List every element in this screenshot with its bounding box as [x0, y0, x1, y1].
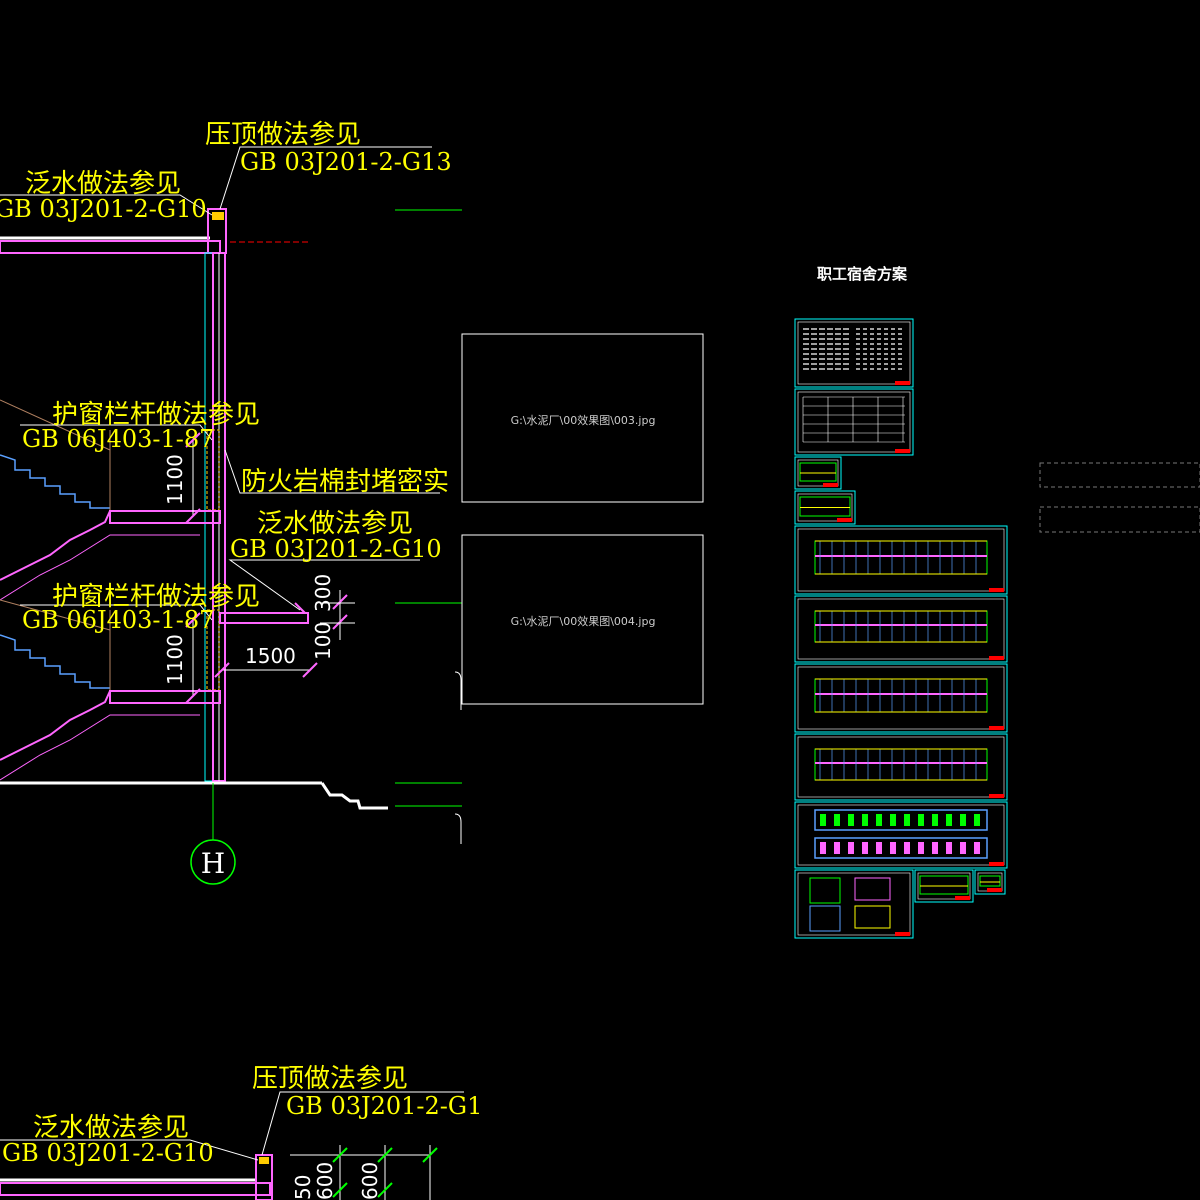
grid-axis-h: H: [190, 783, 236, 885]
sheet-thumbnails[interactable]: [794, 318, 1008, 939]
dim-300: 300: [311, 574, 335, 612]
dim-railing-height-1: 1100: [163, 454, 187, 505]
sheet-thumbnail[interactable]: [794, 456, 842, 490]
sheet-thumbnail[interactable]: [794, 801, 1008, 869]
annotation-leaders: [0, 146, 440, 621]
railing-ref-text-1: 护窗栏杆做法参见: [52, 400, 260, 430]
railing-code-text-2: GB 06J403-1-87: [22, 606, 214, 634]
partial-dims-mid: [454, 671, 462, 844]
xref-path-2: G:\水泥厂\00效果图\004.jpg: [511, 614, 656, 628]
railing-ref-text-2: 护窗栏杆做法参见: [52, 582, 260, 612]
flashing-ref-text: 泛水做法参见: [25, 169, 181, 199]
sheet-thumbnail[interactable]: [794, 663, 1008, 733]
coping-code-text-bottom: GB 03J201-2-G1: [286, 1092, 482, 1120]
coping-code-text: GB 03J201-2-G13: [240, 148, 452, 176]
sheet-thumbnail[interactable]: [794, 869, 914, 939]
sheet-set-title: 职工宿舍方案: [817, 265, 908, 283]
flashing-code-text: GB 03J201-2-G10: [0, 195, 207, 223]
flashing-ref-text-2: 泛水做法参见: [257, 509, 413, 539]
dashed-boxes: [1039, 462, 1200, 533]
dim-600-b: 600: [358, 1162, 382, 1200]
sheet-thumbnail[interactable]: [974, 869, 1006, 895]
annotations-top: 压顶做法参见 GB 03J201-2-G13 泛水做法参见 GB 03J201-…: [0, 120, 452, 634]
xref-path-1: G:\水泥厂\00效果图\003.jpg: [511, 413, 656, 427]
sheet-thumbnail[interactable]: [914, 869, 974, 903]
xref-frame-2[interactable]: G:\水泥厂\00效果图\004.jpg: [461, 534, 704, 705]
dim-50: 50: [291, 1175, 315, 1200]
grid-axis-label: H: [201, 847, 225, 880]
sheet-thumbnail[interactable]: [794, 490, 856, 525]
dimension-texts: 1100 1100 1500 300 100: [163, 454, 335, 685]
railing-code-text-1: GB 06J403-1-87: [22, 425, 214, 453]
xref-frame-1[interactable]: G:\水泥厂\00效果图\003.jpg: [461, 333, 704, 503]
flashing-ref-text-bottom: 泛水做法参见: [33, 1113, 189, 1143]
flashing-code-text-bottom: GB 03J201-2-G10: [2, 1139, 214, 1167]
coping-ref-text: 压顶做法参见: [205, 120, 361, 150]
building-section-bottom: [0, 1091, 464, 1200]
sheet-thumbnail[interactable]: [794, 595, 1008, 663]
dim-100: 100: [311, 622, 335, 660]
level-lines: [230, 209, 462, 807]
sheet-thumbnail[interactable]: [794, 733, 1008, 801]
sheet-thumbnail[interactable]: [794, 525, 1008, 595]
coping-ref-text-bottom: 压顶做法参见: [252, 1064, 408, 1094]
fire-seal-text: 防火岩棉封堵密实: [241, 467, 449, 497]
dimension-lines: [185, 432, 355, 704]
annotations-bottom: 压顶做法参见 GB 03J201-2-G1 泛水做法参见 GB 03J201-2…: [2, 1064, 482, 1200]
dim-railing-height-2: 1100: [163, 634, 187, 685]
dim-canopy-width: 1500: [245, 644, 296, 668]
sheet-thumbnail[interactable]: [794, 318, 914, 388]
sheet-thumbnail[interactable]: [794, 388, 914, 456]
dim-600-a: 600: [313, 1162, 337, 1200]
flashing-code-text-2: GB 03J201-2-G10: [230, 535, 442, 563]
